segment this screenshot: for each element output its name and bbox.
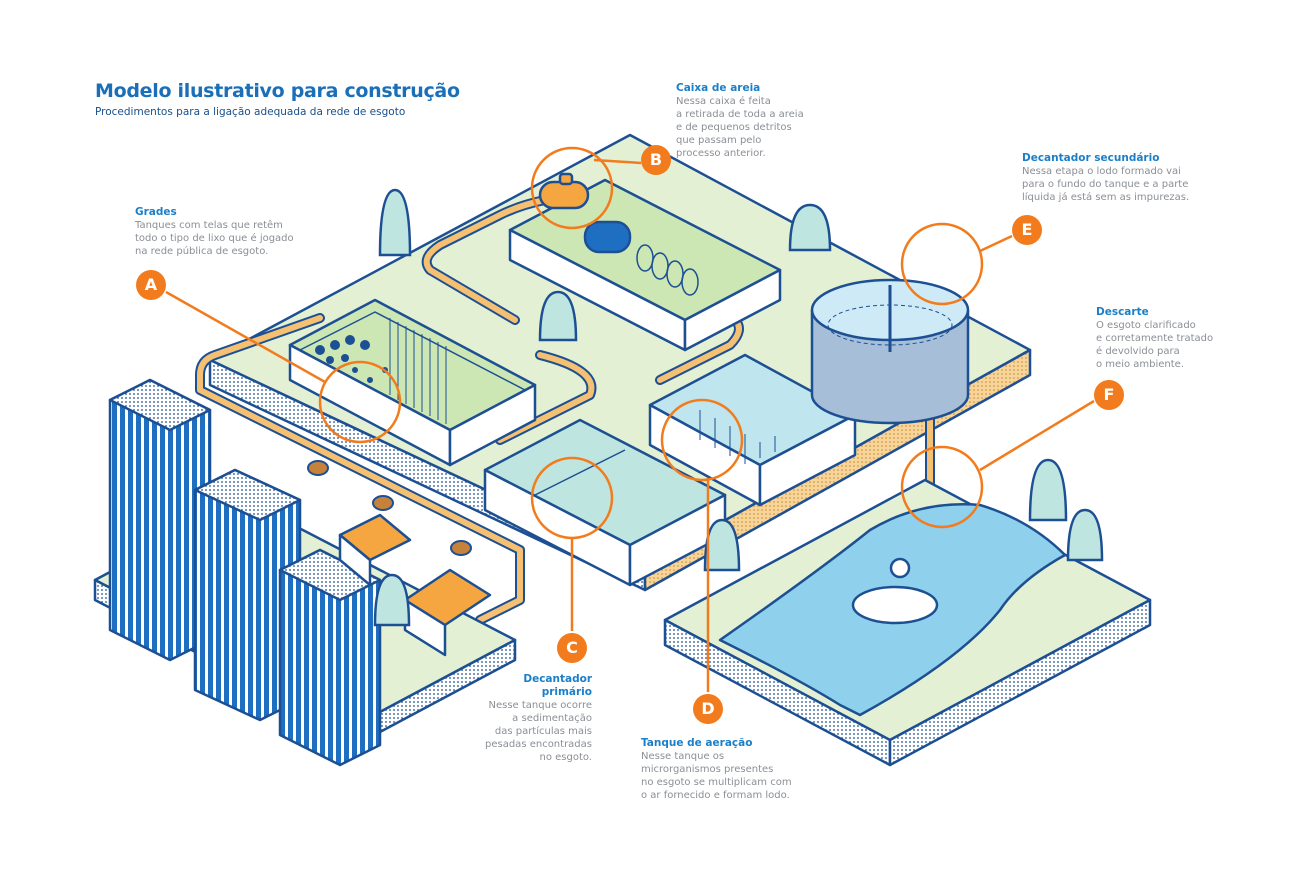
badge-f: F <box>1094 380 1124 410</box>
callouts <box>165 146 1095 692</box>
tank-decantador-secundario <box>810 278 970 425</box>
label-grades-body: Tanques com telas que retêm todo o tipo … <box>135 220 294 257</box>
label-caixa-de-areia-title: Caixa de areia <box>676 82 761 94</box>
label-decantador-secundario-body: Nessa etapa o lodo formado vai para o fu… <box>1022 166 1190 203</box>
page-subtitle: Procedimentos para a ligação adequada da… <box>95 106 406 118</box>
label-caixa-de-areia-body: Nessa caixa é feita a retirada de toda a… <box>676 96 804 159</box>
badge-d: D <box>693 694 723 724</box>
badge-c: C <box>557 633 587 663</box>
page-title: Modelo ilustrativo para construção <box>95 80 460 102</box>
label-descarte-title: Descarte <box>1096 306 1149 318</box>
tank-decantador-primario <box>483 418 727 587</box>
river-platform <box>663 478 1152 767</box>
tank-aeracao <box>648 353 857 507</box>
label-decantador-secundario: Decantador secundário Nessa etapa o lodo… <box>1022 152 1189 204</box>
label-tanque-de-aeracao-body: Nesse tanque os microrganismos presentes… <box>641 751 792 801</box>
label-decantador-primario-body: Nesse tanque ocorre a sedimentação das p… <box>485 700 592 763</box>
label-grades-title: Grades <box>135 206 177 218</box>
badge-a: A <box>136 270 166 300</box>
label-descarte: Descarte O esgoto clarificado e corretam… <box>1096 306 1213 371</box>
label-decantador-primario-title: Decantador primário <box>523 673 592 698</box>
badge-b: B <box>641 145 671 175</box>
label-caixa-de-areia: Caixa de areia Nessa caixa é feita a ret… <box>676 82 804 160</box>
label-tanque-de-aeracao-title: Tanque de aeração <box>641 737 753 749</box>
badge-e: E <box>1012 215 1042 245</box>
label-decantador-secundario-title: Decantador secundário <box>1022 152 1160 164</box>
label-tanque-de-aeracao: Tanque de aeração Nesse tanque os micror… <box>641 737 792 802</box>
tank-caixa-de-areia <box>508 172 782 352</box>
trees <box>373 188 1104 627</box>
label-grades: Grades Tanques com telas que retêm todo … <box>135 206 294 258</box>
label-descarte-body: O esgoto clarificado e corretamente trat… <box>1096 320 1214 370</box>
label-decantador-primario: Decantador primário Nesse tanque ocorre … <box>470 673 592 764</box>
city-block <box>93 378 517 767</box>
